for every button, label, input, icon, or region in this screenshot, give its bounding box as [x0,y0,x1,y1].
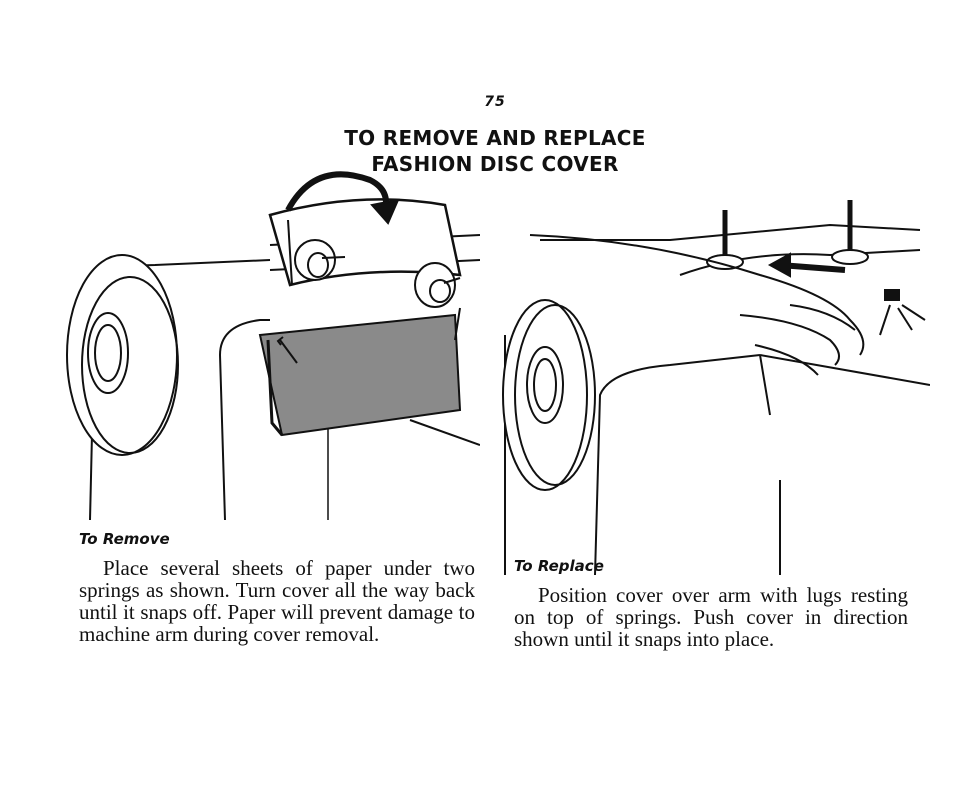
remove-instructions: Place several sheets of paper under two … [79,556,475,646]
replace-cover-illustration [502,200,930,575]
title-line-1: TO REMOVE AND REPLACE [344,126,646,150]
remove-heading: To Remove [79,530,170,548]
replace-instructions: Position cover over arm with lugs restin… [514,583,908,651]
page-title: TO REMOVE AND REPLACE FASHION DISC COVER [300,125,690,177]
replace-heading: To Replace [514,557,604,575]
page-number: 75 [484,94,506,110]
title-line-2: FASHION DISC COVER [371,152,619,176]
remove-cover-illustration [66,171,480,521]
